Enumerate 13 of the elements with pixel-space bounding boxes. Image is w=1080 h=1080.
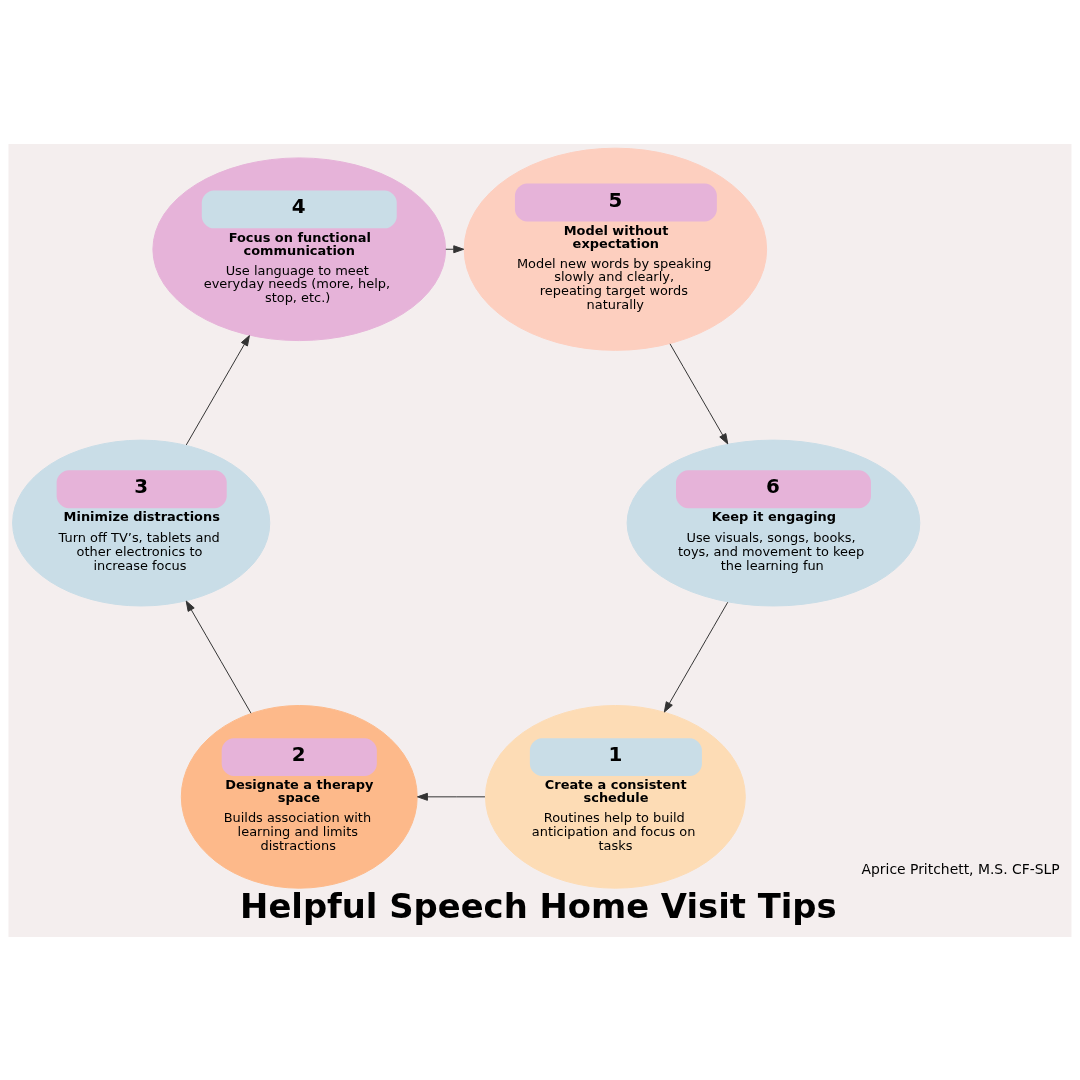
- node-ellipse: 3 Minimize distractions Turn off TV’s, tablets and other electronics to increase focus: [12, 439, 271, 606]
- arrow: [669, 342, 729, 444]
- arrow: [663, 601, 729, 713]
- label: Aprice Pritchett, M.S. CF-SLP: [861, 860, 1060, 877]
- arrow: [185, 334, 250, 445]
- node-ellipse: 5 Model without expectation Model new words by speaking slowly and clearly, repeating target words naturally: [463, 147, 768, 351]
- arrow: [416, 792, 486, 801]
- node-ellipse: 1 Create a consistent schedule Routines help to build anticipation and focus on tasks: [484, 704, 746, 889]
- node-ellipse: 2 Designate a therapy space Builds association with learning and limits distractions: [180, 704, 418, 889]
- arrow: [185, 600, 252, 714]
- diagram-title: Helpful Speech Home Visit Tips: [240, 886, 837, 926]
- node-ellipse: 6 Keep it engaging Use visuals, songs, books, toys, and movement to keep the learning fun: [626, 439, 921, 606]
- node-ellipse: 4 Focus on functional communication Use language to meet everyday needs (more, help, stop, etc.): [152, 156, 447, 341]
